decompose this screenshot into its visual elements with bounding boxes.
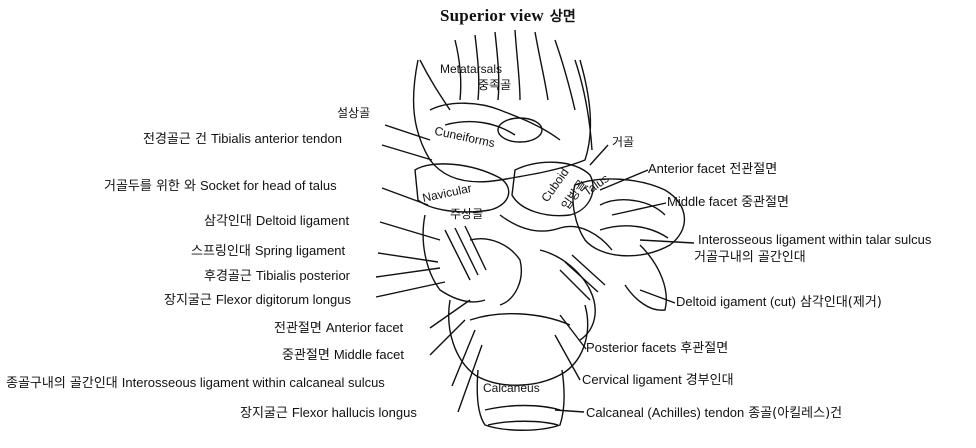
- label-interosseous-ligament-talar-sulcus-ko: 거골구내의 골간인대: [694, 250, 806, 265]
- figure-title-ko: 상면: [549, 9, 576, 25]
- bone-label-talus-ko: 거골: [612, 135, 635, 149]
- bone-label-navicular-ko: 주상골: [450, 207, 484, 221]
- bone-label-metatarsals: Metatarsals: [440, 62, 503, 76]
- bone-label-cuneiforms-ko: 설상골: [337, 106, 371, 120]
- bone-label-metatarsals-ko: 중족골: [478, 78, 512, 92]
- label-deltoid-ligament-cut: Deltoid igament (cut)삼각인대(제거): [676, 294, 882, 310]
- figure-title-en: Superior view: [440, 6, 544, 25]
- label-interosseous-ligament-talar-sulcus: Interosseous ligament within talar sulcu…: [698, 232, 932, 247]
- bone-label-calcaneus: Calcaneus: [483, 381, 540, 395]
- figure-title: Superior view 상면: [440, 6, 576, 26]
